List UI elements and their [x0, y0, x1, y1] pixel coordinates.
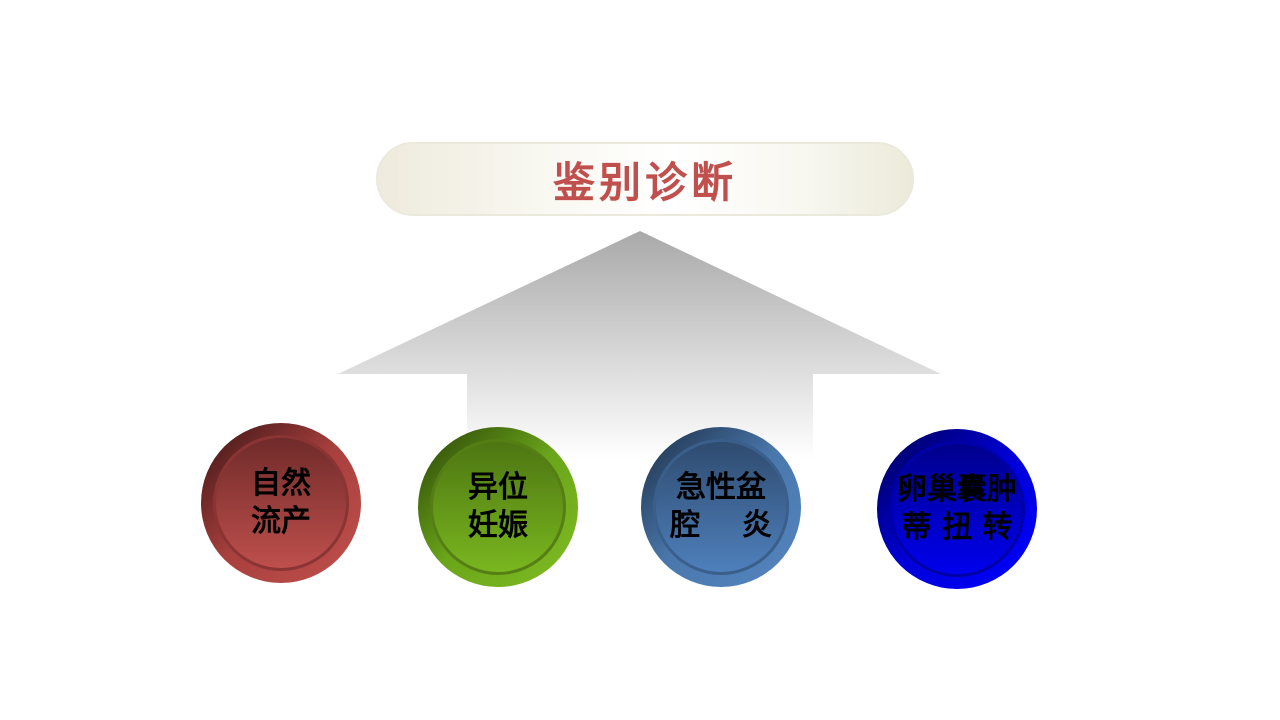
node-label-line2: 腔 炎 [670, 508, 772, 543]
node-label-line2: 妊娠 [468, 508, 528, 543]
node-label-line1: 自然 [251, 466, 311, 501]
node-label-line1: 异位 [468, 470, 528, 505]
title: 鉴别诊断 [552, 157, 737, 207]
title-banner: 鉴别诊断 [376, 142, 914, 216]
node-label-line2: 蒂 扭 转 [901, 510, 1013, 545]
node-label-line2: 流产 [251, 504, 311, 539]
node-ovarian-torsion: 卵巢囊肿蒂 扭 转 [877, 429, 1037, 589]
node-spontaneous-abortion: 自然流产 [201, 423, 361, 583]
node-label-line1: 卵巢囊肿 [897, 472, 1017, 507]
node-ectopic-pregnancy: 异位妊娠 [418, 427, 578, 587]
node-pelvic-inflammatory-disease: 急性盆腔 炎 [641, 427, 801, 587]
node-label-line1: 急性盆 [676, 470, 766, 505]
